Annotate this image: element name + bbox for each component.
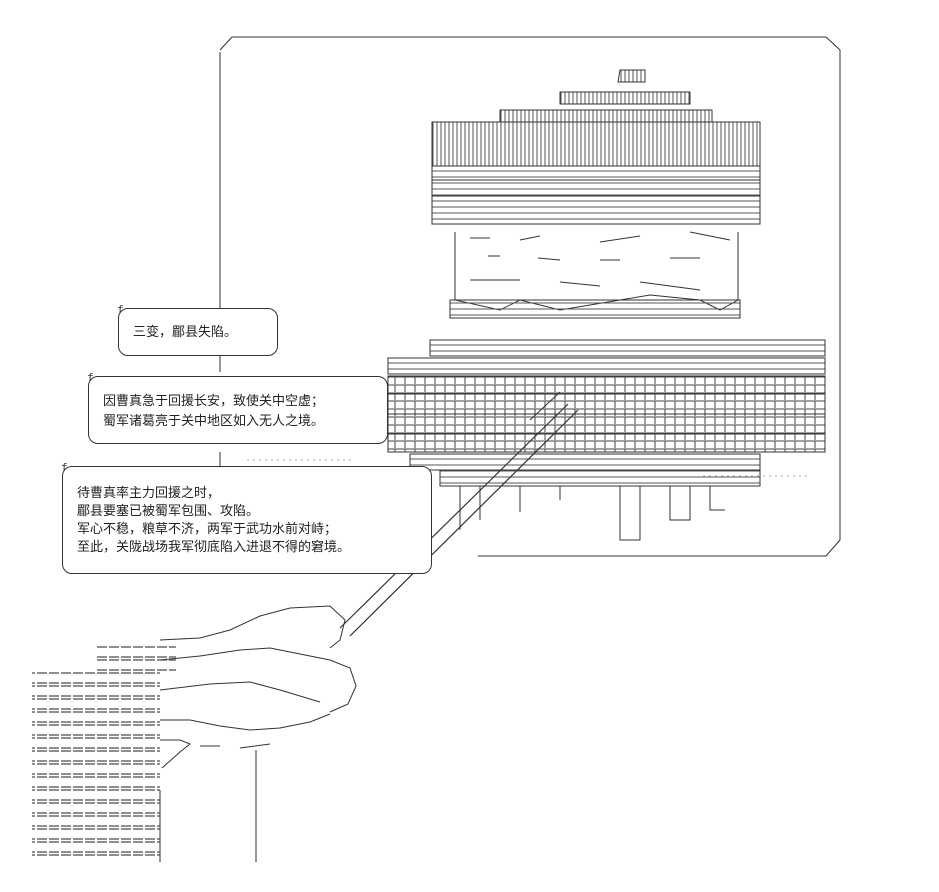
ascii-hand bbox=[32, 605, 357, 862]
scene-frame bbox=[219, 36, 841, 557]
caption-1-line-1: 三变，郿县失陷。 bbox=[133, 325, 238, 340]
caption-3-line-4: 至此，关陇战场我军彻底陷入进退不得的窘境。 bbox=[77, 540, 351, 555]
caption-3-line-3: 军心不稳，粮草不济，两军于武功水前对峙； bbox=[77, 522, 338, 537]
bubble-corner-mark: f bbox=[117, 303, 124, 316]
caption-2-line-2: 蜀军诸葛亮于关中地区如入无人之境。 bbox=[103, 414, 325, 429]
caption-3-line-1: 待曹真率主力回援之时， bbox=[77, 486, 221, 501]
bubble-corner-mark: f bbox=[61, 461, 68, 474]
bubble-corner-mark: f bbox=[87, 371, 94, 384]
caption-box-2: f 因曹真急于回援长安，致使关中空虚； 蜀军诸葛亮于关中地区如入无人之境。 bbox=[87, 371, 388, 444]
ascii-figure bbox=[339, 69, 826, 637]
caption-box-3: f 待曹真率主力回援之时， 郿县要塞已被蜀军包围、攻陷。 军心不稳，粮草不济，两… bbox=[61, 461, 432, 574]
caption-2-line-1: 因曹真急于回援长安，致使关中空虚； bbox=[103, 394, 325, 409]
caption-box-1: f 三变，郿县失陷。 bbox=[117, 303, 278, 356]
ascii-dots bbox=[244, 458, 810, 482]
caption-3-line-2: 郿县要塞已被蜀军包围、攻陷。 bbox=[77, 504, 260, 519]
